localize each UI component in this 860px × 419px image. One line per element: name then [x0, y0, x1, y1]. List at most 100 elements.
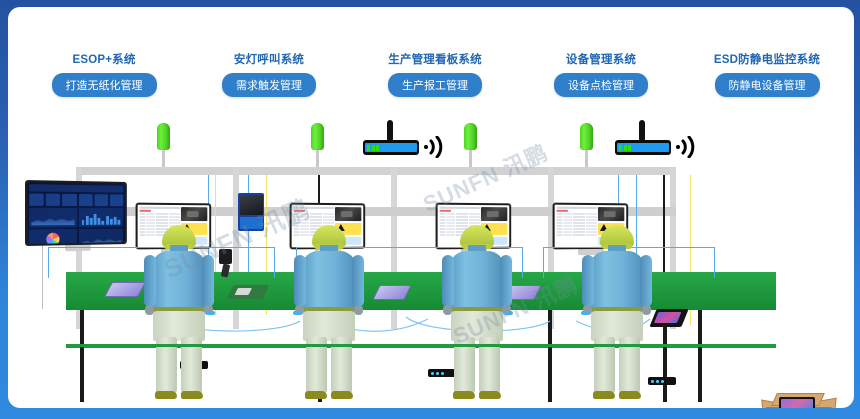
bench-leg — [80, 310, 84, 402]
pcb-board[interactable] — [226, 285, 270, 299]
worker-hand-right — [642, 305, 651, 315]
worker-torso — [152, 251, 206, 309]
table-row — [556, 215, 597, 218]
worker-arm-right — [202, 255, 214, 307]
worker-hand-right — [502, 305, 511, 315]
illustration-canvas: ESOP+系统 打造无纸化管理 安灯呼叫系统 需求触发管理 生产管理看板系统 生… — [8, 7, 854, 408]
bench-leg — [698, 310, 702, 402]
part-photo — [598, 207, 625, 222]
kpi-card — [78, 194, 93, 207]
system-title: 安灯呼叫系统 — [233, 54, 305, 66]
dashboard-content — [27, 182, 125, 244]
gateway-body — [615, 140, 671, 155]
worker-shoe-left — [305, 391, 327, 399]
safety-helmet — [460, 225, 494, 249]
system-label-production-board[interactable]: 生产管理看板系统 生产报工管理 — [360, 51, 510, 97]
wireless-gateway-1 — [363, 120, 443, 158]
system-pill[interactable]: 防静电设备管理 — [714, 73, 820, 97]
pie-chart — [46, 232, 60, 244]
worker-leg-right — [479, 337, 500, 393]
table-row — [293, 221, 334, 224]
area-chart — [31, 216, 74, 225]
esd-wrist-strap-monitor[interactable] — [428, 369, 456, 377]
gateway-screen — [365, 143, 417, 152]
dashboard-chart-row-1 — [29, 207, 124, 228]
worker-shoe-left — [155, 391, 177, 399]
gateway-body — [363, 140, 419, 155]
system-label-equipment[interactable]: 设备管理系统 设备点检管理 — [526, 51, 676, 97]
wrist-strap-wires — [405, 316, 651, 332]
worker-arm-left — [144, 255, 156, 307]
system-pill[interactable]: 打造无纸化管理 — [51, 73, 157, 97]
worker-leg-left — [306, 337, 327, 393]
terminal-panel — [239, 216, 263, 229]
operator-1 — [142, 225, 216, 400]
worker-arm-left — [442, 255, 454, 307]
system-pill[interactable]: 设备点检管理 — [554, 73, 648, 97]
worker-leg-right — [619, 337, 640, 393]
power-cable — [266, 175, 268, 315]
system-label-esd[interactable]: ESD防静电监控系统 防静电设备管理 — [692, 51, 842, 97]
status-led — [623, 144, 627, 151]
part-photo — [481, 207, 508, 222]
andon-pole — [469, 150, 472, 172]
table-highlight-row — [556, 209, 568, 212]
system-label-esop[interactable]: ESOP+系统 打造无纸化管理 — [29, 51, 179, 97]
barcode-scanner[interactable] — [219, 249, 233, 278]
worker-belt — [304, 307, 354, 313]
status-led — [376, 144, 379, 151]
kpi-card — [45, 193, 61, 206]
worker-neck — [170, 245, 188, 255]
monitor-led — [651, 379, 654, 383]
esd-wrist-strap-monitor[interactable] — [648, 377, 676, 385]
system-title: ESOP+系统 — [72, 54, 136, 66]
rack-upper-beam — [76, 167, 676, 175]
andon-pole — [316, 150, 319, 172]
kpi-card — [62, 193, 77, 206]
gateway-screen — [617, 143, 669, 152]
worker-hand-left — [583, 305, 592, 315]
system-pill[interactable]: 需求触发管理 — [222, 73, 316, 97]
worker-arm-right — [352, 255, 364, 307]
table-row — [139, 215, 180, 218]
andon-lamp-green — [311, 123, 324, 150]
worker-shoe-left — [453, 391, 475, 399]
worker-hip — [591, 311, 643, 341]
andon-pole — [162, 150, 165, 172]
dashboard-kpi-row — [29, 193, 124, 207]
wireless-gateway-2 — [615, 120, 695, 158]
wifi-signal-icon — [424, 136, 443, 158]
safety-helmet — [600, 225, 634, 249]
table-header-row — [556, 206, 597, 209]
esd-ground-loop — [48, 247, 275, 278]
worker-leg-left — [594, 337, 615, 393]
dashboard-chart-row-2 — [29, 228, 124, 244]
worker-hip — [451, 311, 503, 341]
worker-torso — [590, 251, 644, 309]
bar-chart-panel — [78, 208, 124, 227]
esd-wall-terminal[interactable] — [238, 193, 264, 231]
kanban-dashboard-monitor[interactable] — [25, 179, 127, 252]
area-chart-panel — [29, 207, 77, 228]
status-led — [367, 144, 370, 151]
esd-wrist-strap — [581, 311, 590, 315]
worker-shoe-right — [619, 391, 641, 399]
worker-neck — [320, 245, 338, 255]
monitor-cable — [42, 185, 44, 309]
worker-torso — [302, 251, 356, 309]
kpi-card — [94, 194, 108, 207]
system-label-andon[interactable]: 安灯呼叫系统 需求触发管理 — [194, 51, 344, 97]
bench-leg — [663, 310, 667, 402]
worker-shoe-right — [331, 391, 353, 399]
pie-chart-panel — [29, 229, 77, 244]
table-row — [556, 218, 597, 221]
system-pill[interactable]: 生产报工管理 — [388, 73, 482, 97]
worker-neck — [608, 245, 626, 255]
table-row — [439, 212, 480, 215]
worker-arm-left — [582, 255, 594, 307]
worker-leg-right — [181, 337, 202, 393]
worker-hand-right — [354, 305, 363, 315]
worker-neck — [468, 245, 486, 255]
table-header-row — [293, 206, 334, 209]
